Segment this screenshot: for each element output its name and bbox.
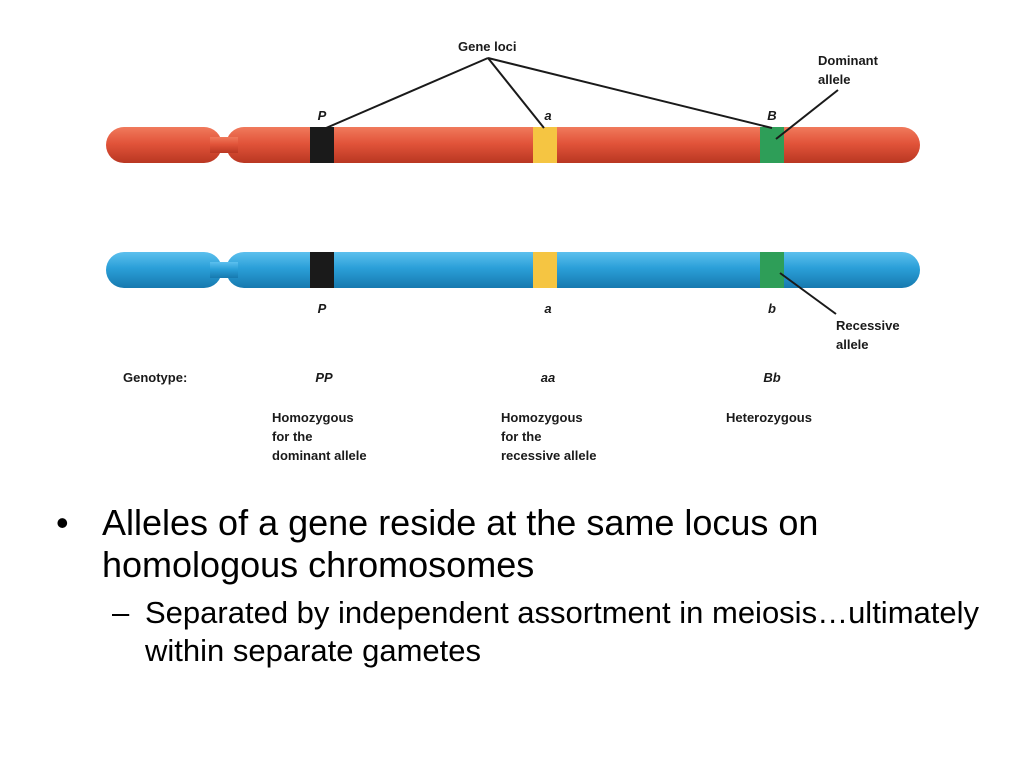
genotype-bb: Bb (763, 370, 780, 385)
centromere-bottom (210, 262, 238, 278)
allele-bottom-a: a (544, 301, 551, 316)
band-p-top (310, 127, 334, 163)
genotype-label: Genotype: (123, 370, 187, 385)
bullet-sub-text: Separated by independent assortment in m… (145, 595, 980, 668)
genotype-pp: PP (315, 370, 333, 385)
allele-bottom-p: P (318, 301, 327, 316)
desc-pp-line2: for the (272, 429, 312, 444)
chromosome-diagram: Gene loci Dominant allele P a B P a b Re… (106, 39, 920, 463)
genotype-aa: aa (541, 370, 555, 385)
band-b-bottom (760, 252, 784, 288)
gene-loci-label: Gene loci (458, 39, 517, 54)
bullet-sub: – Separated by independent assortment in… (112, 594, 996, 670)
leader-lines (325, 57, 839, 315)
recessive-allele-label-line2: allele (836, 337, 869, 352)
allele-top-b: B (767, 108, 776, 123)
band-a-top (533, 127, 557, 163)
allele-top-p: P (318, 108, 327, 123)
centromere-top (210, 137, 238, 153)
desc-aa-line3: recessive allele (501, 448, 596, 463)
band-b-top (760, 127, 784, 163)
bullet-list: • Alleles of a gene reside at the same l… (56, 502, 996, 670)
chromosome-bottom (106, 252, 920, 288)
chromosome-top (106, 127, 920, 163)
desc-aa-line1: Homozygous (501, 410, 583, 425)
desc-bb-line1: Heterozygous (726, 410, 812, 425)
desc-pp-line1: Homozygous (272, 410, 354, 425)
dominant-allele-label-line2: allele (818, 72, 851, 87)
dominant-allele-label-line1: Dominant (818, 53, 879, 68)
bullet-main-text: Alleles of a gene reside at the same loc… (102, 502, 819, 585)
band-p-bottom (310, 252, 334, 288)
bullet-main: • Alleles of a gene reside at the same l… (56, 502, 996, 586)
allele-top-a: a (544, 108, 551, 123)
recessive-allele-label-line1: Recessive (836, 318, 900, 333)
bullet-dash-icon: – (112, 595, 130, 630)
desc-pp-line3: dominant allele (272, 448, 367, 463)
desc-aa-line2: for the (501, 429, 541, 444)
allele-bottom-b: b (768, 301, 776, 316)
band-a-bottom (533, 252, 557, 288)
bullet-dot-icon: • (56, 502, 69, 543)
